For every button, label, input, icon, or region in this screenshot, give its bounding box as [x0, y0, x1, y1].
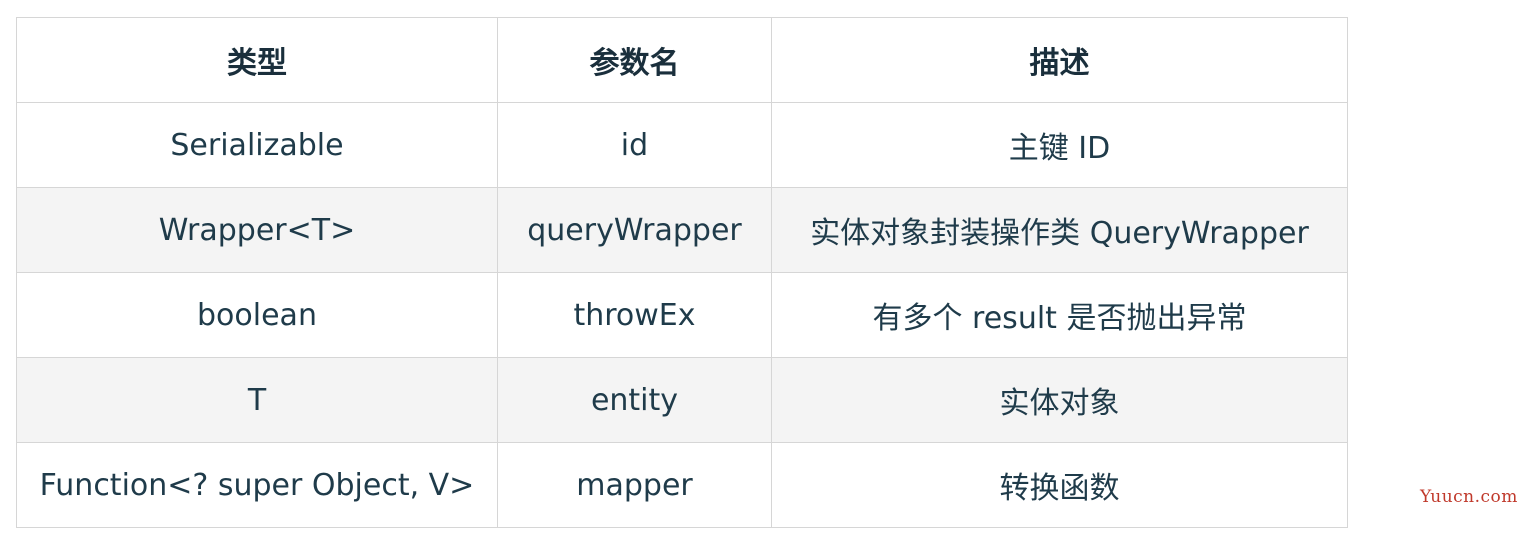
cell-type: Function<? super Object, V>: [16, 442, 498, 528]
cell-param-name: entity: [497, 357, 772, 443]
cell-type: Serializable: [16, 102, 498, 188]
cell-param-name: mapper: [497, 442, 772, 528]
header-description: 描述: [771, 17, 1348, 103]
cell-description: 主键 ID: [771, 102, 1348, 188]
cell-type: boolean: [16, 272, 498, 358]
cell-description: 有多个 result 是否抛出异常: [771, 272, 1348, 358]
table-row: Wrapper<T> queryWrapper 实体对象封装操作类 QueryW…: [16, 187, 1348, 273]
table-row: T entity 实体对象: [16, 357, 1348, 443]
cell-description: 实体对象: [771, 357, 1348, 443]
table-row: Serializable id 主键 ID: [16, 102, 1348, 188]
cell-description: 转换函数: [771, 442, 1348, 528]
table-row: boolean throwEx 有多个 result 是否抛出异常: [16, 272, 1348, 358]
cell-param-name: id: [497, 102, 772, 188]
cell-param-name: throwEx: [497, 272, 772, 358]
table-row: Function<? super Object, V> mapper 转换函数: [16, 442, 1348, 528]
table-body: Serializable id 主键 ID Wrapper<T> queryWr…: [16, 102, 1348, 528]
cell-description: 实体对象封装操作类 QueryWrapper: [771, 187, 1348, 273]
header-type: 类型: [16, 17, 498, 103]
cell-type: Wrapper<T>: [16, 187, 498, 273]
header-param-name: 参数名: [497, 17, 772, 103]
header-row: 类型 参数名 描述: [16, 17, 1348, 103]
watermark: Yuucn.com: [1420, 487, 1518, 507]
cell-param-name: queryWrapper: [497, 187, 772, 273]
params-table: 类型 参数名 描述 Serializable id 主键 ID Wrapper<…: [16, 17, 1348, 528]
cell-type: T: [16, 357, 498, 443]
table-header: 类型 参数名 描述: [16, 17, 1348, 103]
